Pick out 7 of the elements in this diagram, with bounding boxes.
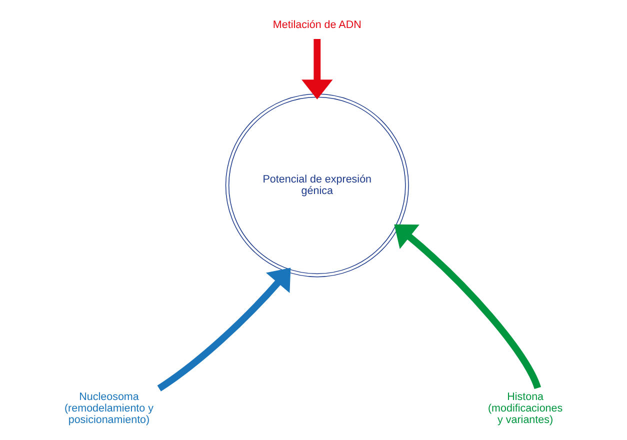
node-circle: Potencial de expresión génica bbox=[225, 94, 409, 278]
node-text: Nucleosoma (remodelamiento y posicionamiento) bbox=[64, 390, 154, 426]
arrow bbox=[394, 224, 541, 390]
node-text: Histona (modificaciones y variantes) bbox=[488, 390, 563, 426]
node-text: Metilación de ADN bbox=[272, 18, 362, 31]
arrow bbox=[157, 268, 291, 392]
arrow bbox=[302, 38, 333, 100]
